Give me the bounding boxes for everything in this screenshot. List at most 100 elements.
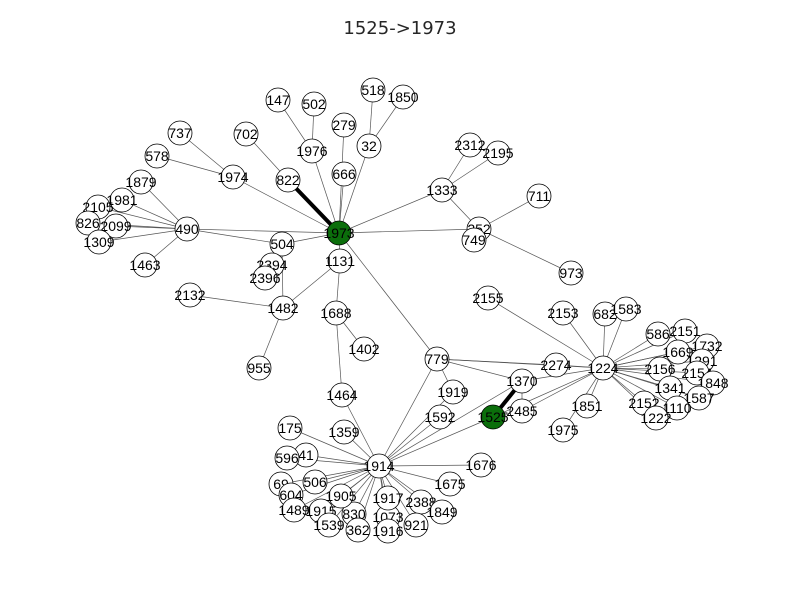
node-circle <box>351 336 377 362</box>
node-circle <box>331 112 357 138</box>
node-circle <box>316 512 342 538</box>
node-circle <box>550 300 576 326</box>
node-578: 578 <box>144 143 170 169</box>
node-label: 973 <box>559 265 583 281</box>
node-1359: 1359 <box>328 419 360 445</box>
node-1341: 1341 <box>654 375 686 401</box>
node-circle <box>299 138 325 164</box>
node-2195: 2195 <box>482 140 514 166</box>
node-label: 955 <box>247 360 271 376</box>
edge-779-1370 <box>436 358 523 382</box>
node-circle <box>331 161 357 187</box>
node-label: 1222 <box>640 410 671 426</box>
node-label: 1359 <box>328 424 359 440</box>
node-label: 1525 <box>477 409 508 425</box>
node-circle <box>543 352 569 378</box>
node-circle <box>457 132 483 158</box>
node-2274: 2274 <box>540 352 572 378</box>
node-circle <box>327 248 353 274</box>
node-label: 1850 <box>387 89 418 105</box>
node-1919: 1919 <box>437 379 469 405</box>
node-973: 973 <box>558 260 584 286</box>
node-circle <box>274 445 300 471</box>
node-circle <box>403 512 429 538</box>
node-circle <box>301 91 327 117</box>
node-circle <box>366 453 392 479</box>
edge-1973-252 <box>338 228 480 234</box>
node-1464: 1464 <box>326 382 358 408</box>
node-label: 1851 <box>571 398 602 414</box>
node-1333: 1333 <box>426 177 458 203</box>
node-circle <box>269 231 295 257</box>
node-506: 506 <box>302 469 328 495</box>
node-circle <box>144 143 170 169</box>
node-circle <box>109 187 135 213</box>
node-circle <box>643 405 669 431</box>
node-2312: 2312 <box>454 132 486 158</box>
node-label: 1463 <box>129 257 160 273</box>
node-label: 2388 <box>405 494 436 510</box>
node-circle <box>429 499 455 525</box>
node-1525: 1525 <box>477 404 509 430</box>
edge-2485-1224 <box>521 367 604 412</box>
node-711: 711 <box>526 183 552 209</box>
node-circle <box>103 213 129 239</box>
edge-1688-1464 <box>335 312 343 396</box>
node-circle <box>645 321 671 347</box>
node-147: 147 <box>265 87 291 113</box>
node-label: 2312 <box>454 137 485 153</box>
node-circle <box>252 265 278 291</box>
node-label: 1309 <box>83 234 114 250</box>
node-label: 1675 <box>434 476 465 492</box>
node-175: 175 <box>277 415 303 441</box>
node-1973: 1973 <box>323 220 355 246</box>
node-label: 2151 <box>669 323 700 339</box>
node-1981: 1981 <box>106 187 138 213</box>
node-label: 826 <box>76 215 100 231</box>
node-702: 702 <box>233 121 259 147</box>
node-circle <box>177 282 203 308</box>
node-circle <box>75 210 101 236</box>
node-1669: 1669 <box>662 339 694 365</box>
node-circle <box>246 355 272 381</box>
node-circle <box>440 379 466 405</box>
node-label: 2396 <box>249 270 280 286</box>
node-label: 2132 <box>174 287 205 303</box>
node-1916: 1916 <box>372 518 404 544</box>
node-label: 1974 <box>217 169 248 185</box>
node-label: 586 <box>646 326 670 342</box>
node-circle <box>485 140 511 166</box>
node-596: 596 <box>274 445 300 471</box>
node-label: 1333 <box>426 182 457 198</box>
node-circle <box>461 227 487 253</box>
edge-1914-604 <box>290 465 380 496</box>
node-1583: 1583 <box>610 296 642 322</box>
node-921: 921 <box>403 512 429 538</box>
node-circle <box>429 177 455 203</box>
node-label: 2099 <box>100 218 131 234</box>
node-1482: 1482 <box>267 295 299 321</box>
node-label: 1879 <box>125 174 156 190</box>
node-label: 1976 <box>296 143 327 159</box>
node-822: 822 <box>275 167 301 193</box>
node-826: 826 <box>75 210 101 236</box>
node-1976: 1976 <box>296 138 328 164</box>
edge-1224-1110 <box>602 367 678 409</box>
node-label: 1464 <box>326 387 357 403</box>
node-label: 1676 <box>465 457 496 473</box>
node-circle <box>526 183 552 209</box>
node-circle <box>664 395 690 421</box>
node-586: 586 <box>645 321 671 347</box>
node-504: 504 <box>269 231 295 257</box>
edge-1914-175 <box>289 427 380 467</box>
node-32: 32 <box>356 133 382 159</box>
node-label: 1341 <box>654 380 685 396</box>
edge-1914-1539 <box>328 465 380 526</box>
edge-1973-1976 <box>311 150 340 234</box>
node-circle <box>613 296 639 322</box>
node-label: 1489 <box>278 502 309 518</box>
node-label: 666 <box>332 166 356 182</box>
node-label: 1688 <box>320 305 351 321</box>
